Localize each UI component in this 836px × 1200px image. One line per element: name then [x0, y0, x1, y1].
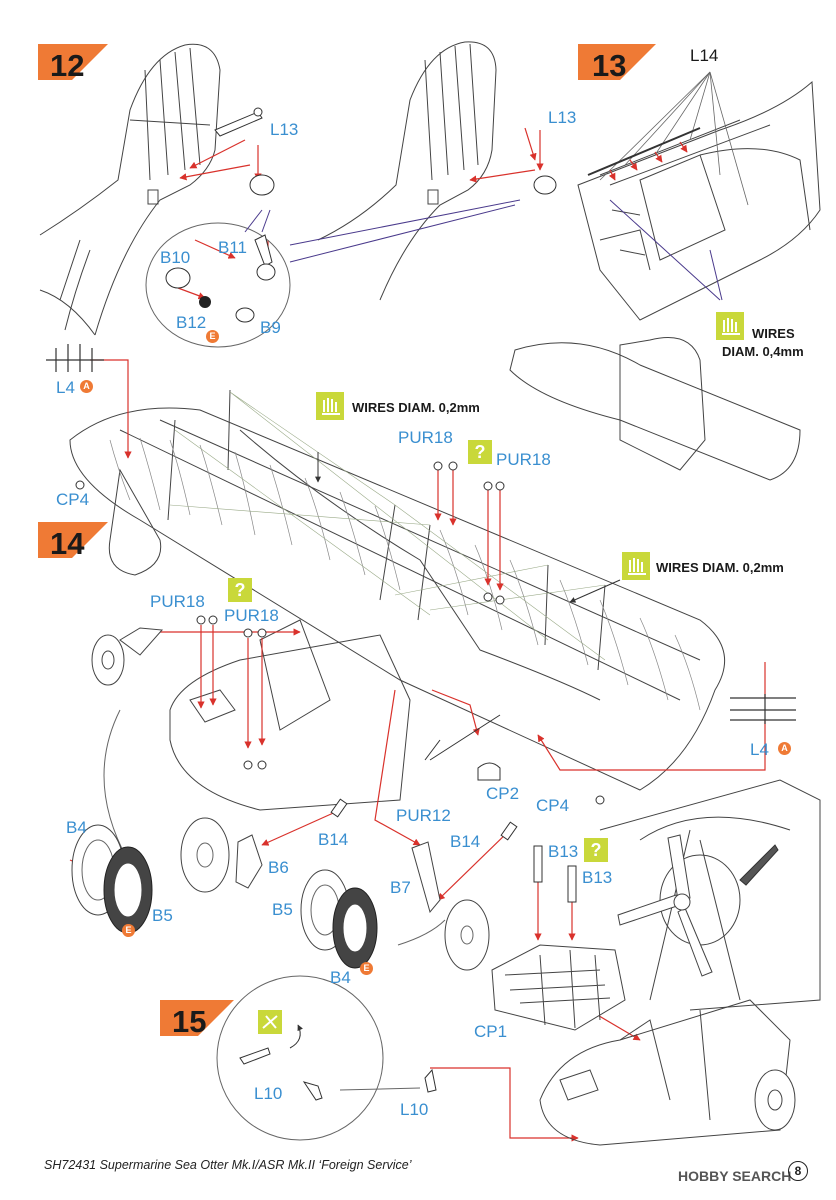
wheel-b7	[411, 841, 490, 971]
part-label-l14: L14	[690, 46, 719, 65]
step-14-banner	[38, 522, 108, 558]
step14-wing-ribs	[109, 437, 701, 711]
part-label-l13: L13	[548, 108, 577, 127]
step-13-banner	[578, 44, 656, 80]
step-15-number: 15	[172, 1004, 207, 1039]
part-label-b4: B4	[330, 968, 351, 987]
page-number: 8	[788, 1161, 808, 1181]
part-label-b13: B13	[582, 868, 613, 887]
hand-icon-step15	[258, 1010, 282, 1034]
step13-wires	[599, 71, 749, 206]
watermark: HOBBY SEARCH	[678, 1168, 792, 1184]
part-label-pur12: PUR12	[396, 806, 451, 825]
badge-a: A	[778, 742, 791, 755]
step-13-number: 13	[592, 48, 627, 83]
part-label-pur18: PUR18	[150, 592, 205, 611]
step12-tail-left	[39, 43, 221, 336]
step-14-number: 14	[50, 526, 85, 561]
part-label-b10: B10	[160, 248, 191, 267]
hand-icon-wires-02-b	[622, 552, 650, 580]
step-12-banner	[38, 44, 108, 80]
part-label-cp1: CP1	[474, 1022, 508, 1041]
part-label-b7: B7	[390, 878, 411, 897]
part-label-l10: L10	[400, 1100, 429, 1119]
part-label-b5: B5	[152, 906, 173, 925]
part-label-b4: B4	[66, 818, 87, 837]
step-12-number: 12	[50, 48, 85, 83]
step-15-banner	[160, 1000, 234, 1036]
wires-note-04-line2: DIAM. 0,4mm	[722, 344, 804, 359]
wires-note-02-b: WIRES DIAM. 0,2mm	[656, 560, 784, 575]
part-label-pur18: PUR18	[224, 606, 279, 625]
step13-canopy	[577, 80, 821, 321]
wheel-b4-b5-left	[71, 824, 153, 934]
part-label-l13: L13	[270, 120, 299, 139]
step15-detail-circle	[216, 975, 384, 1141]
badge-e: E	[206, 330, 219, 343]
part-label-cp2: CP2	[486, 784, 520, 803]
badge-e: E	[360, 962, 373, 975]
step15-wheel	[754, 1069, 796, 1131]
part-label-b12: B12	[176, 313, 207, 332]
part-label-b14: B14	[318, 830, 349, 849]
part-label-cp4: CP4	[536, 796, 570, 815]
question-icon: ?	[228, 578, 252, 602]
part-label-cp4: CP4	[56, 490, 90, 509]
hand-icon-wires-04	[716, 312, 744, 340]
tail-wheel-top	[91, 627, 164, 686]
step14-airframe	[69, 337, 801, 811]
step14-small-parts	[75, 461, 605, 841]
question-icon: ?	[584, 838, 608, 862]
part-label-b13: B13	[548, 842, 579, 861]
part-label-b5: B5	[272, 900, 293, 919]
part-label-pur18: PUR18	[398, 428, 453, 447]
part-label-b11: B11	[218, 238, 247, 257]
badge-a: A	[80, 380, 93, 393]
step12-detail-circle	[145, 222, 291, 348]
part-label-pur18: PUR18	[496, 450, 551, 469]
part-label-b6: B6	[268, 858, 289, 877]
step12-parts	[214, 107, 275, 196]
step12-tail-middle	[317, 41, 497, 301]
propeller	[617, 834, 713, 977]
step14-l4-frame-a	[46, 344, 104, 372]
hand-icon-wires-02-a	[316, 392, 344, 420]
footer-title: SH72431 Supermarine Sea Otter Mk.I/ASR M…	[44, 1158, 412, 1172]
wires-note-04-line1: WIRES	[752, 326, 795, 341]
part-label-b9: B9	[260, 318, 281, 337]
wheel-b4-b5-right	[300, 869, 378, 969]
part-label-l4: L4	[56, 378, 75, 397]
badge-e: E	[122, 924, 135, 937]
canopy-cp1	[491, 944, 626, 1031]
question-icon: ?	[468, 440, 492, 464]
part-label-b14: B14	[450, 832, 481, 851]
wheel-b6	[180, 817, 263, 893]
wires-note-02-a: WIRES DIAM. 0,2mm	[352, 400, 480, 415]
step14-l4-frame-b	[730, 694, 796, 724]
part-label-l4: L4	[750, 740, 769, 759]
part-label-l10: L10	[254, 1084, 283, 1103]
